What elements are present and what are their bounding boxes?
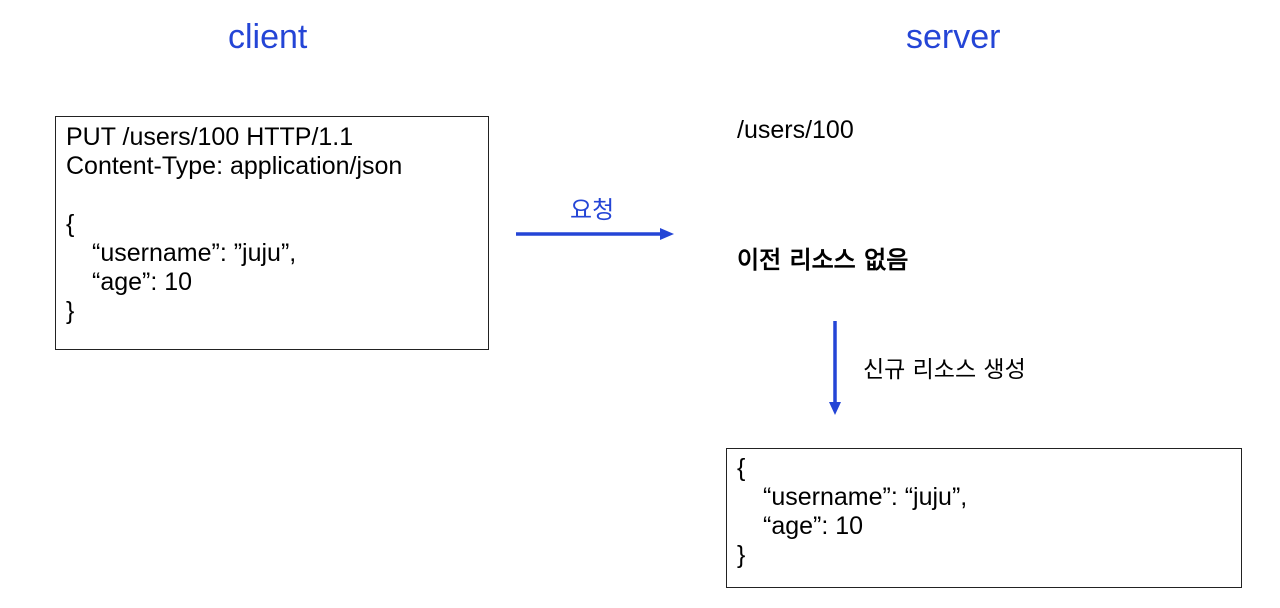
create-label: 신규 리소스 생성 [863,357,1026,383]
create-arrow [829,321,841,415]
resource-status: 이전 리소스 없음 [737,246,909,274]
request-line: PUT /users/100 HTTP/1.1 [66,123,478,152]
body-line: “age”: 10 [92,268,193,296]
body-line: { [66,210,75,238]
server-heading: server [906,18,1001,56]
created-resource-box: { “username”: “juju”, “age”: 10 } [726,448,1242,588]
request-label: 요청 [570,196,615,224]
body-line: “username”: “juju”, [763,483,968,511]
header-value: application/json [223,152,403,180]
body-line: “age”: 10 [763,512,864,540]
body-line: { [737,454,746,482]
resource-path: /users/100 [737,116,854,144]
body-line: } [66,297,75,325]
client-heading: client [228,18,308,56]
request-arrow [516,228,674,240]
http-request-box: PUT /users/100 HTTP/1.1 Content-Type: ap… [55,116,489,350]
http-method: PUT [66,123,116,151]
header-name: Content-Type: [66,152,224,180]
body-line: } [737,541,746,569]
body-line: “username”: ”juju”, [92,239,297,267]
request-uri: /users/100 HTTP/1.1 [115,123,354,151]
header-line: Content-Type: application/json [66,152,478,181]
